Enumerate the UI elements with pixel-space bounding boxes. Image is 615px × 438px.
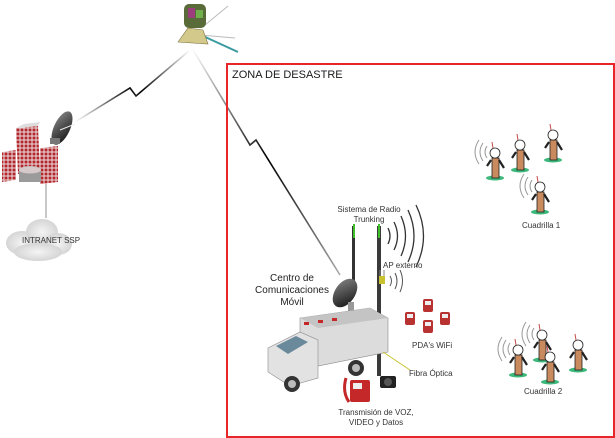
pda-icon (423, 320, 433, 333)
squad-1-label: Cuadrilla 1 (522, 221, 561, 230)
rescuer-icon (519, 173, 550, 215)
pda-icon (405, 312, 415, 325)
pda-label: PDA's WiFi (412, 341, 453, 350)
pda-icon (440, 312, 450, 325)
intranet-cloud-icon (6, 219, 72, 261)
video-camera-icon (380, 376, 396, 388)
transmission-label: Transmisión de VOZ, VIDEO y Datos (336, 408, 416, 428)
radio-trunking-mast-right (377, 224, 381, 376)
zone-title: ZONA DE DESASTRE (232, 69, 343, 81)
rescuer-icon (511, 133, 530, 173)
radio-waves-icon (387, 204, 425, 268)
disaster-zone-box: ZONA DE DESASTRE (226, 63, 615, 438)
intranet-label: INTRANET SSP (22, 236, 81, 245)
pda-icon (423, 299, 433, 312)
fiber-label: Fibra Óptica (409, 369, 453, 378)
radio-trunking-label-line1: Sistema de Radio (337, 205, 401, 214)
transmission-label-line1: Transmisión de VOZ, (338, 408, 414, 417)
satellite-link-mobile (191, 47, 341, 276)
access-point-icon (379, 270, 385, 284)
phone-icon (343, 377, 370, 403)
rescuer-icon (569, 333, 588, 373)
mobile-center-label-line3: Móvil (280, 297, 304, 308)
squad-2-label: Cuadrilla 2 (524, 387, 563, 396)
rescuer-icon (474, 139, 505, 181)
radio-trunking-label-line2: Trunking (353, 215, 385, 224)
fiber-optic-cable (382, 351, 411, 371)
transmission-label-line2: VIDEO y Datos (348, 418, 404, 427)
satellite-link-hq (74, 49, 191, 123)
radio-trunking-mast-left (352, 224, 355, 286)
mobile-center-label-line1: Centro de (270, 273, 314, 284)
squad-2 (497, 321, 588, 385)
mobile-satellite-dish-icon (332, 278, 358, 312)
mobile-center-label: Centro de Comunicaciones Móvil (252, 273, 332, 309)
radio-trunking-label: Sistema de Radio Trunking (334, 205, 404, 225)
hq-satellite-dish-icon (50, 111, 76, 145)
rescuer-icon (544, 123, 563, 163)
squad-1 (474, 123, 563, 215)
rescuer-icon (541, 345, 560, 385)
mobile-center-label-line2: Comunicaciones (255, 285, 329, 296)
ap-label: AP externo (383, 261, 423, 270)
pda-group (405, 299, 450, 333)
mobile-command-truck-icon (267, 307, 389, 392)
rescuer-icon (497, 336, 528, 378)
satellite-icon (177, 4, 239, 53)
headquarters-buildings-icon (2, 122, 58, 184)
ap-waves-icon (389, 269, 403, 293)
